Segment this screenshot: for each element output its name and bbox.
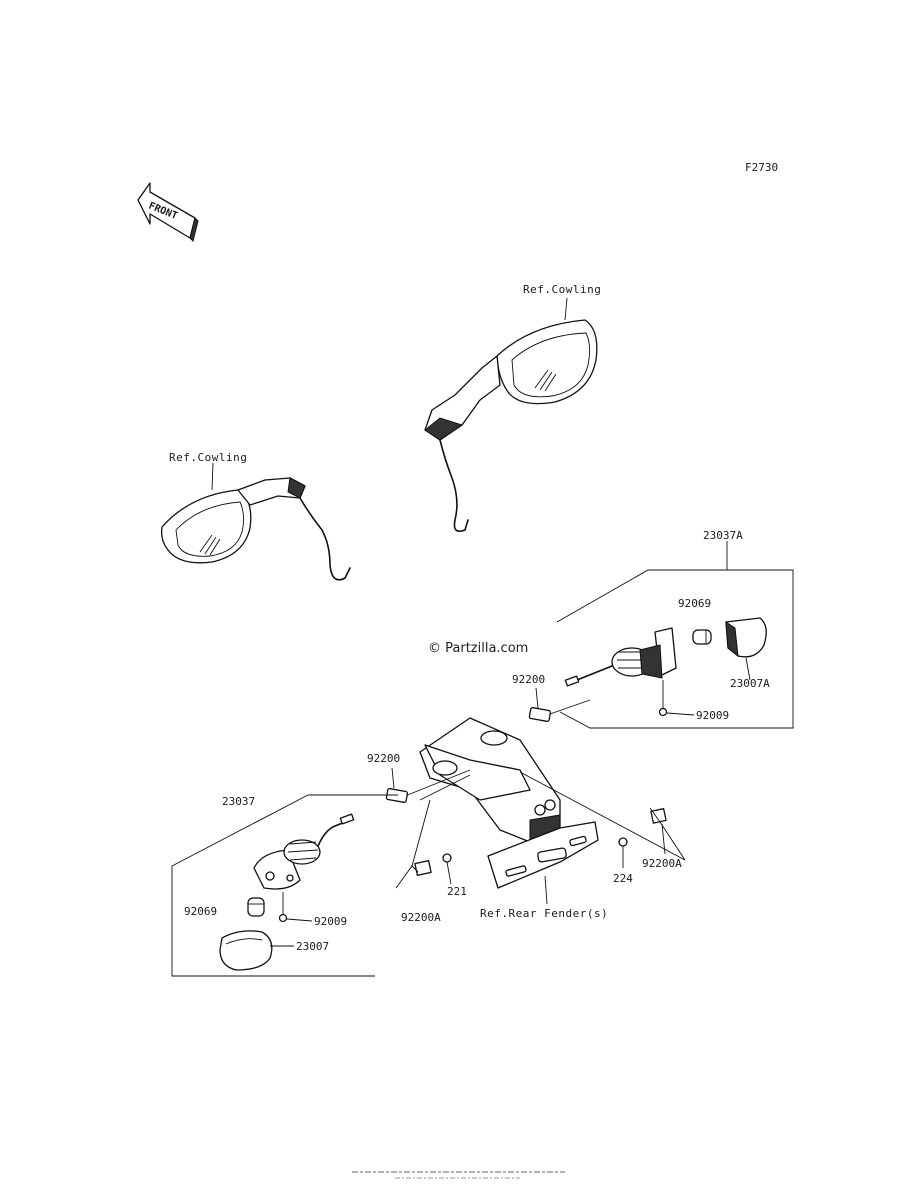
clip-left xyxy=(395,799,432,889)
rear-fender-bracket xyxy=(419,717,599,905)
ref-cowling-right: Ref.Cowling xyxy=(523,283,601,296)
label-92200-left: 92200 xyxy=(367,752,400,765)
label-92200-right: 92200 xyxy=(512,673,545,686)
grommet-right xyxy=(528,687,552,722)
label-92200A-left: 92200A xyxy=(401,911,441,924)
label-92069-left: 92069 xyxy=(184,905,217,918)
front-arrow-icon: FRONT xyxy=(137,182,199,242)
turn-signal-right xyxy=(564,627,677,687)
label-23007A: 23007A xyxy=(730,677,770,690)
turn-signal-left xyxy=(253,813,355,890)
label-92009-right: 92009 xyxy=(696,709,729,722)
lens-right xyxy=(725,617,767,658)
lens-left xyxy=(219,930,294,971)
ref-cowling-left: Ref.Cowling xyxy=(169,451,247,464)
figure-code: F2730 xyxy=(745,161,778,174)
label-23037: 23037 xyxy=(222,795,255,808)
ref-rear-fender: Ref.Rear Fender(s) xyxy=(480,907,608,920)
label-23007: 23007 xyxy=(296,940,329,953)
label-23037A: 23037A xyxy=(703,529,743,542)
mirror-left xyxy=(160,477,351,581)
assembly-box-right xyxy=(556,541,794,729)
mirror-right xyxy=(424,319,598,533)
label-92200A-right: 92200A xyxy=(642,857,682,870)
grommet-left xyxy=(385,767,409,803)
label-221: 221 xyxy=(447,885,467,898)
screw-left xyxy=(278,892,313,923)
bolt-right xyxy=(618,837,628,868)
assembly-box-left xyxy=(171,794,398,977)
footer-fine-print xyxy=(352,1171,565,1179)
label-92009-left: 92009 xyxy=(314,915,347,928)
bolt-left xyxy=(442,853,452,885)
watermark: © Partzilla.com xyxy=(428,641,528,656)
label-92069-right: 92069 xyxy=(678,597,711,610)
screw-right xyxy=(658,680,695,717)
label-224: 224 xyxy=(613,872,633,885)
clip-right xyxy=(649,807,686,861)
bulb-left xyxy=(247,897,265,917)
bulb-right xyxy=(692,629,712,645)
